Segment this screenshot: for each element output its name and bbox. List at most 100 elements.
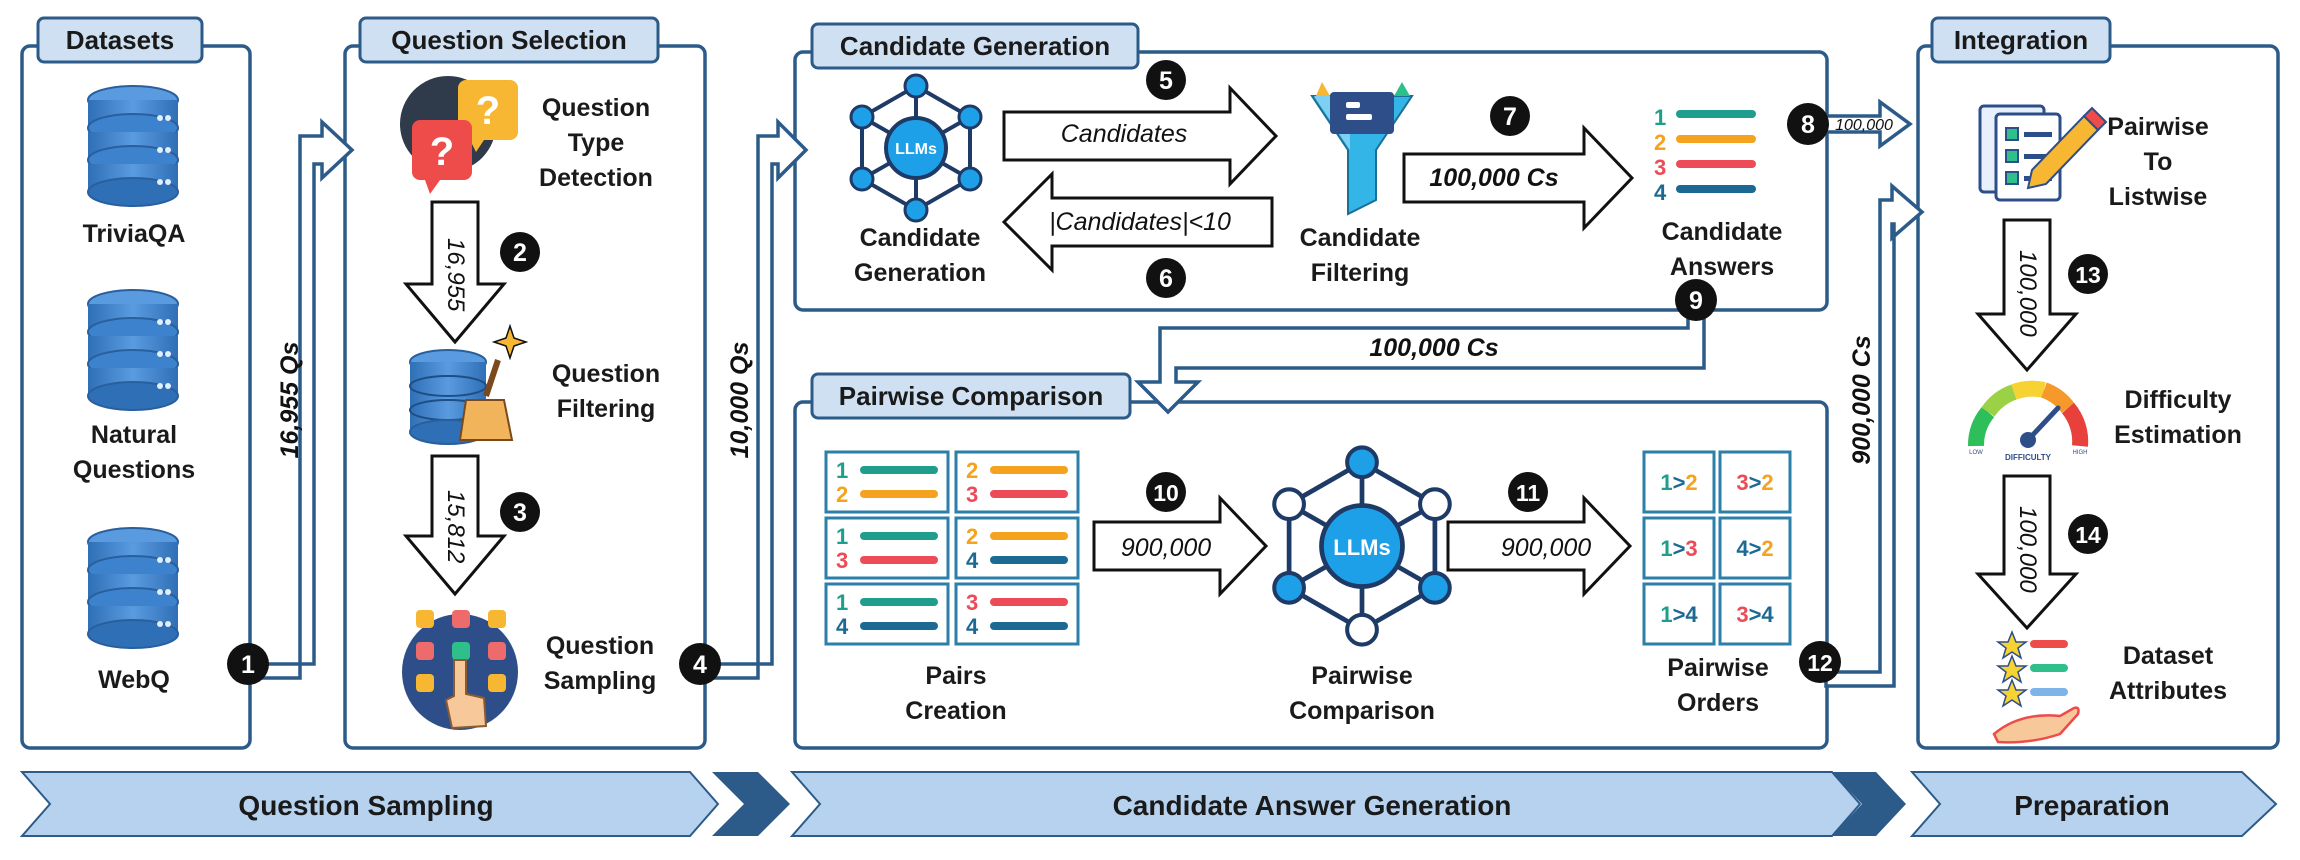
arrow-11-label: 900,000 (1501, 534, 1591, 562)
order-cell: 3>2 (1718, 450, 1792, 514)
pair-bar (990, 556, 1068, 564)
candidates-arrow-label: Candidates (1061, 120, 1187, 148)
down-arrow-13 (1974, 218, 2080, 373)
database-icon-natural-questions (87, 289, 179, 411)
order-text: 1>2 (1660, 470, 1697, 495)
gauge-difficulty-text: DIFFICULTY (2005, 453, 2052, 462)
order-text: 1>3 (1660, 536, 1697, 561)
candidate-filtering-label-1: Candidate (1300, 224, 1421, 252)
down-arrow-2 (402, 200, 508, 345)
difficulty-label-1: Difficulty (2125, 386, 2232, 414)
question-sampling-label-2: Sampling (544, 667, 657, 695)
database-icon-triviaqa (87, 85, 179, 207)
stage-candidate-answer-generation-label: Candidate Answer Generation (1113, 790, 1512, 821)
step-badge-12: 12 (1807, 650, 1833, 676)
stage-separator-1 (712, 772, 790, 836)
funnel-icon (1310, 82, 1414, 216)
step-badge-1: 1 (241, 651, 255, 679)
pair-cell: 14 (824, 582, 950, 646)
dataset-attributes-label-2: Attributes (2109, 677, 2227, 705)
svg-text:2: 2 (1654, 130, 1666, 155)
cs-arrow-7 (1402, 124, 1635, 232)
pair-index: 4 (966, 614, 979, 639)
pair-cell: 12 (824, 450, 950, 514)
pair-bar (860, 490, 938, 498)
gauge-high-text: HIGH (2073, 450, 2088, 456)
pairwise-comparison-label-1: Pairwise (1311, 662, 1413, 690)
pairwise-to-listwise-label-2: To (2144, 148, 2173, 176)
pair-bar (860, 556, 938, 564)
step-badge-9: 9 (1689, 287, 1703, 315)
step-badge-11: 11 (1516, 480, 1541, 506)
pair-cell: 13 (824, 516, 950, 580)
pair-bar (860, 598, 938, 606)
connector-label-10000-qs: 10,000 Qs (726, 342, 754, 459)
order-text: 3>4 (1736, 602, 1774, 627)
order-cell: 4>2 (1718, 516, 1792, 580)
pairwise-comparison-label-2: Comparison (1289, 697, 1435, 725)
svg-text:Datasets: Datasets (66, 25, 174, 55)
connector-arrow-4 (702, 117, 809, 680)
pair-bar (990, 490, 1068, 498)
order-cell: 3>4 (1718, 582, 1792, 646)
order-text: 1>4 (1660, 602, 1698, 627)
svg-text:Integration: Integration (1954, 25, 2088, 55)
difficulty-gauge-icon (1968, 380, 2089, 448)
pairs-creation-label-2: Creation (905, 697, 1006, 725)
dataset-triviaqa-label: TriviaQA (83, 220, 186, 248)
pair-cell: 24 (954, 516, 1080, 580)
question-sampling-icon (402, 610, 518, 730)
database-icon-webq (87, 527, 179, 649)
pair-cell: 23 (954, 450, 1080, 514)
step-badge-8: 8 (1801, 111, 1815, 139)
connector-arrow-1 (248, 117, 355, 680)
connector-arrow-8 (1824, 98, 1913, 150)
integration-title: Integration (1930, 16, 2112, 64)
step-badge-6: 6 (1159, 265, 1173, 293)
question-selection-title: Question Selection (358, 16, 660, 64)
candidate-answers-label-1: Candidate (1662, 218, 1783, 246)
svg-text:Question Selection: Question Selection (391, 25, 627, 55)
candidate-answers-label-2: Answers (1670, 253, 1774, 281)
candidate-generation-title: Candidate Generation (810, 22, 1140, 70)
pairwise-to-listwise-label-1: Pairwise (2107, 113, 2209, 141)
dataset-attributes-icon (1992, 629, 2080, 744)
step-badge-4: 4 (693, 651, 707, 679)
question-sampling-label-1: Question (546, 632, 654, 660)
pair-bar (990, 532, 1068, 540)
question-filtering-label-2: Filtering (557, 395, 656, 423)
step-badge-3: 3 (513, 499, 527, 527)
question-filtering-label-1: Question (552, 360, 660, 388)
stage-preparation (1909, 771, 2278, 837)
svg-text:4: 4 (1654, 180, 1667, 205)
candidate-filtering-label-2: Filtering (1311, 259, 1410, 287)
gauge-low-text: LOW (1969, 450, 1983, 456)
difficulty-label-2: Estimation (2114, 421, 2242, 449)
question-type-icon: ? ? (400, 76, 518, 194)
pairwise-orders-label-1: Pairwise (1667, 654, 1769, 682)
question-type-label-3: Detection (539, 164, 653, 192)
datasets-title: Datasets (36, 16, 204, 64)
llms-network-icon-pairwise (1272, 445, 1452, 647)
svg-text:3: 3 (1654, 155, 1666, 180)
step-badge-13: 13 (2075, 262, 2101, 288)
question-filtering-icon (409, 323, 529, 445)
pair-index: 4 (966, 548, 979, 573)
svg-text:Pairwise Comparison: Pairwise Comparison (839, 381, 1103, 411)
pair-index: 3 (966, 590, 978, 615)
pair-bar (990, 466, 1068, 474)
pair-bar (990, 598, 1068, 606)
pair-index: 3 (836, 548, 848, 573)
dataset-questions-label: Questions (73, 456, 195, 484)
pair-index: 1 (836, 590, 848, 615)
connector-arrow-9 (1133, 310, 1706, 415)
connector-label-16955-qs: 16,955 Qs (276, 342, 304, 459)
connector-label-small-100000: 100,000 (1835, 117, 1893, 134)
candidate-generation-label-2: Generation (854, 259, 986, 287)
step-badge-10: 10 (1153, 480, 1179, 506)
connector-label-900000-cs: 900,000 Cs (1848, 335, 1876, 464)
order-cell: 1>2 (1642, 450, 1716, 514)
svg-text:?: ? (430, 130, 454, 174)
